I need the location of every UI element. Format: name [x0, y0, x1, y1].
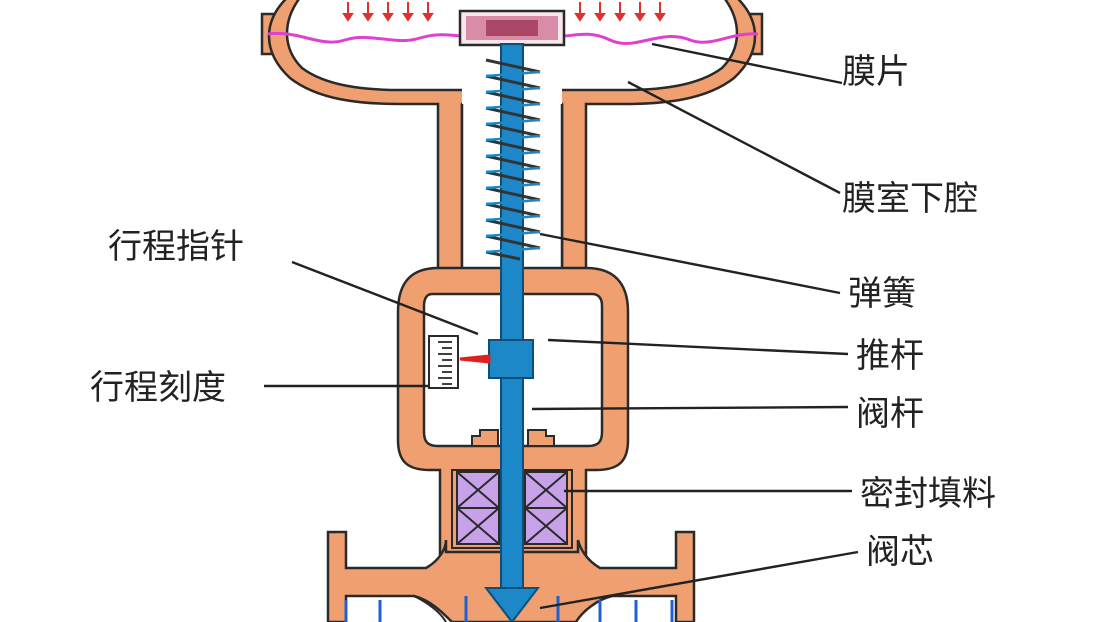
push-rod-coupling — [489, 340, 533, 378]
label-spring: 弹簧 — [848, 274, 916, 314]
label-lower-chamber: 膜室下腔 — [842, 179, 978, 219]
diaphragm-plate — [460, 11, 564, 45]
label-push-rod: 推杆 — [856, 336, 924, 376]
label-packing: 密封填料 — [860, 474, 996, 514]
label-stroke-pointer: 行程指针 — [108, 227, 244, 267]
label-diaphragm: 膜片 — [842, 52, 910, 92]
label-valve-stem: 阀杆 — [856, 394, 924, 434]
label-stroke-scale: 行程刻度 — [90, 368, 226, 408]
stroke-scale — [429, 336, 458, 388]
label-valve-plug: 阀芯 — [866, 532, 934, 572]
